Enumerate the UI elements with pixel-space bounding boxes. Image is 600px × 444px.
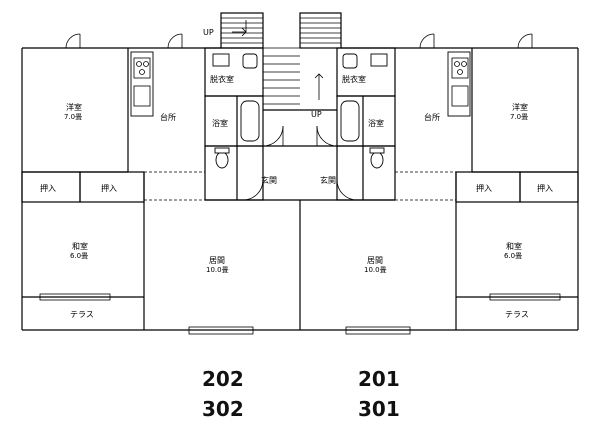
room-label-living-left: 居間	[209, 256, 225, 265]
stairs-up-label-mid: UP	[311, 110, 322, 119]
stairwell: UP UP	[203, 12, 342, 119]
room-size-living-left: 10.0畳	[206, 266, 229, 274]
room-label-dressing-right: 脱衣室	[342, 74, 366, 84]
room-label-kitchen-left: 台所	[160, 112, 176, 122]
room-label-terrace-right: テラス	[505, 310, 529, 319]
room-label-closet-left-2: 押入	[101, 183, 117, 193]
unit-number-left-bottom: 302	[202, 397, 244, 421]
stairs-up-label-top: UP	[203, 28, 214, 37]
room-label-entrance-right: 玄関	[320, 175, 336, 185]
room-size-living-right: 10.0畳	[364, 266, 387, 274]
room-label-entrance-left: 玄関	[261, 175, 277, 185]
room-label-terrace-left: テラス	[70, 310, 94, 319]
room-label-closet-right-1: 押入	[476, 183, 492, 193]
building-walls	[21, 33, 579, 335]
room-size-washitsu-right: 6.0畳	[504, 252, 522, 260]
unit-numbers: 202 302 201 301	[202, 367, 400, 421]
unit-number-right-top: 201	[358, 367, 400, 391]
room-label-washitsu-left: 和室	[72, 241, 88, 251]
room-label-dressing-left: 脱衣室	[210, 74, 234, 84]
room-size-washitsu-left: 6.0畳	[70, 252, 88, 260]
room-label-yoshitsu-left: 洋室	[66, 102, 82, 112]
room-label-washitsu-right: 和室	[506, 241, 522, 251]
room-label-kitchen-right: 台所	[424, 112, 440, 122]
room-label-closet-right-2: 押入	[537, 183, 553, 193]
room-label-bath-left: 浴室	[212, 118, 228, 128]
room-label-bath-right: 浴室	[368, 118, 384, 128]
unit-left-labels: 洋室 7.0畳 台所 脱衣室 浴室 玄関 押入 押入 和室 6.0畳 居間 10…	[40, 74, 277, 319]
unit-right-labels: 洋室 7.0畳 台所 脱衣室 浴室 玄関 押入 押入 和室 6.0畳 居間 10…	[320, 74, 553, 319]
room-label-living-right: 居間	[367, 256, 383, 265]
unit-number-left-top: 202	[202, 367, 244, 391]
room-label-yoshitsu-right: 洋室	[512, 102, 528, 112]
unit-number-right-bottom: 301	[358, 397, 400, 421]
room-size-yoshitsu-left: 7.0畳	[64, 113, 82, 121]
room-size-yoshitsu-right: 7.0畳	[510, 113, 528, 121]
room-label-closet-left-1: 押入	[40, 183, 56, 193]
